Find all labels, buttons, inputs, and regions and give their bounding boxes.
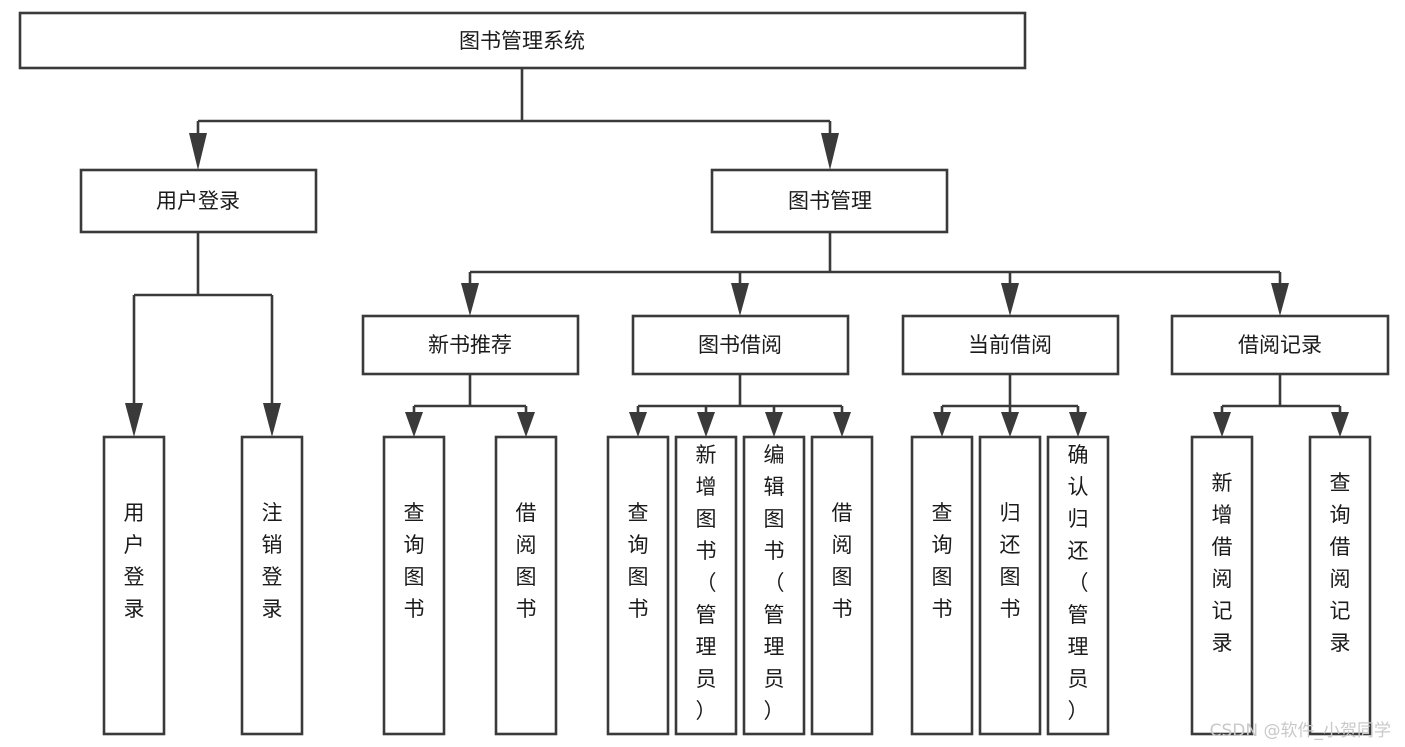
leaf-label-cb-query-book: 查询图书 bbox=[932, 501, 953, 621]
node-borrow-record[interactable]: 借阅记录 bbox=[1170, 314, 1390, 376]
leaf-rect-cb-return-book[interactable] bbox=[978, 435, 1042, 736]
leaf-rect-bb-add-book[interactable] bbox=[674, 435, 738, 736]
leaf-node[interactable]: 查询借阅记录 bbox=[1308, 435, 1372, 736]
leaf-rect-user-login[interactable] bbox=[102, 435, 166, 736]
connector-group-bookborrow bbox=[629, 374, 851, 437]
node-user-login-rect[interactable] bbox=[79, 168, 318, 234]
node-user-login[interactable]: 用户登录 bbox=[79, 168, 318, 234]
leaf-rect-bb-borrow-book[interactable] bbox=[810, 435, 874, 736]
leaf-rect-cb-query-book[interactable] bbox=[910, 435, 974, 736]
leaf-label-bb-edit-book: 编辑图书（管理员） bbox=[764, 443, 785, 723]
leaf-label-bb-add-book: 新增图书（管理员） bbox=[696, 443, 717, 723]
leaf-rect-bb-query-book[interactable] bbox=[606, 435, 670, 736]
node-book-borrow-rect[interactable] bbox=[631, 314, 850, 376]
leaf-rect-bb-edit-book[interactable] bbox=[742, 435, 806, 736]
leaf-label-br-query-record: 查询借阅记录 bbox=[1330, 471, 1351, 655]
leaf-rect-nb-query-book[interactable] bbox=[382, 435, 446, 736]
arrow-head-bb-leaf4 bbox=[833, 412, 851, 437]
csdn-watermark: CSDN @软件_小贺同学 bbox=[1209, 721, 1391, 741]
node-book-borrow[interactable]: 图书借阅 bbox=[631, 314, 850, 376]
arrow-head-nb-leaf1 bbox=[405, 412, 423, 437]
node-new-book-recommend-label: 新书推荐 bbox=[428, 333, 512, 357]
connector-group-newbook bbox=[405, 374, 535, 437]
arrow-head-new-book bbox=[461, 283, 479, 316]
node-root-label: 图书管理系统 bbox=[459, 29, 585, 53]
node-book-borrow-label: 图书借阅 bbox=[698, 333, 782, 357]
node-borrow-record-rect[interactable] bbox=[1170, 314, 1390, 376]
connector-group-userlogin bbox=[125, 232, 281, 437]
arrow-head-bb-leaf3 bbox=[765, 412, 783, 437]
arrow-head-book-borrow bbox=[731, 283, 749, 316]
node-current-borrow-rect[interactable] bbox=[901, 314, 1120, 376]
arrow-head-userlogin bbox=[189, 133, 207, 170]
node-book-management-rect[interactable] bbox=[710, 168, 949, 234]
leaf-node[interactable]: 借阅图书 bbox=[494, 435, 558, 736]
leaf-rect-nb-borrow-book[interactable] bbox=[494, 435, 558, 736]
node-book-management[interactable]: 图书管理 bbox=[710, 168, 949, 234]
arrow-head-br-leaf1 bbox=[1213, 412, 1231, 437]
arrow-head-nb-leaf2 bbox=[517, 412, 535, 437]
arrow-head-cb-leaf2 bbox=[1001, 412, 1019, 437]
leaf-label-nb-borrow-book: 借阅图书 bbox=[516, 501, 537, 621]
arrow-head-bookmgmt bbox=[821, 133, 839, 170]
connector-group-root bbox=[189, 68, 839, 170]
leaf-node[interactable]: 用户登录 bbox=[102, 435, 166, 736]
node-new-book-recommend-rect[interactable] bbox=[361, 314, 580, 376]
leaf-node[interactable]: 新增借阅记录 bbox=[1190, 435, 1254, 736]
leaf-label-bb-query-book: 查询图书 bbox=[628, 501, 649, 621]
leaf-node[interactable]: 归还图书 bbox=[978, 435, 1042, 736]
leaf-node[interactable]: 编辑图书（管理员） bbox=[742, 435, 806, 736]
leaf-rect-br-query-record[interactable] bbox=[1308, 435, 1372, 736]
leaf-label-bb-borrow-book: 借阅图书 bbox=[832, 501, 853, 621]
connector-group-bookmgmt bbox=[461, 232, 1289, 316]
leaf-label-cb-return-book: 归还图书 bbox=[1000, 501, 1021, 621]
leaf-rect-cb-confirm-return[interactable] bbox=[1046, 435, 1110, 736]
leaf-rect-user-logout[interactable] bbox=[240, 435, 304, 736]
node-borrow-record-label: 借阅记录 bbox=[1238, 333, 1322, 357]
leaf-node[interactable]: 借阅图书 bbox=[810, 435, 874, 736]
arrow-head-borrow-record bbox=[1271, 283, 1289, 316]
leaf-node[interactable]: 新增图书（管理员） bbox=[674, 435, 738, 736]
leaf-node[interactable]: 查询图书 bbox=[606, 435, 670, 736]
leaf-label-user-logout: 注销登录 bbox=[262, 501, 283, 621]
node-current-borrow-label: 当前借阅 bbox=[968, 333, 1052, 357]
node-user-login-label: 用户登录 bbox=[156, 189, 240, 213]
arrow-head-leaf-user-login bbox=[125, 403, 143, 437]
node-root-rect[interactable] bbox=[18, 11, 1027, 70]
leaf-node[interactable]: 确认归还（管理员） bbox=[1046, 435, 1110, 736]
node-new-book-recommend[interactable]: 新书推荐 bbox=[361, 314, 580, 376]
node-book-management-label: 图书管理 bbox=[788, 189, 872, 213]
leaf-node[interactable]: 查询图书 bbox=[910, 435, 974, 736]
arrow-head-current-borrow bbox=[1001, 283, 1019, 316]
leaf-label-user-login: 用户登录 bbox=[124, 501, 145, 621]
arrow-head-bb-leaf1 bbox=[629, 412, 647, 437]
leaf-node[interactable]: 注销登录 bbox=[240, 435, 304, 736]
leaf-node[interactable]: 查询图书 bbox=[382, 435, 446, 736]
node-current-borrow[interactable]: 当前借阅 bbox=[901, 314, 1120, 376]
arrow-head-br-leaf2 bbox=[1331, 412, 1349, 437]
arrow-head-cb-leaf3 bbox=[1069, 412, 1087, 437]
connector-group-borrowrecord bbox=[1213, 374, 1349, 437]
leaf-rect-br-add-record[interactable] bbox=[1190, 435, 1254, 736]
arrow-head-bb-leaf2 bbox=[697, 412, 715, 437]
arrow-head-cb-leaf1 bbox=[933, 412, 951, 437]
arrow-head-leaf-user-logout bbox=[263, 403, 281, 437]
node-root[interactable]: 图书管理系统 bbox=[18, 11, 1027, 70]
leaf-label-cb-confirm-return: 确认归还（管理员） bbox=[1068, 443, 1089, 723]
connector-group-currentborrow bbox=[933, 374, 1087, 437]
leaf-label-br-add-record: 新增借阅记录 bbox=[1212, 471, 1233, 655]
leaf-label-nb-query-book: 查询图书 bbox=[404, 501, 425, 621]
